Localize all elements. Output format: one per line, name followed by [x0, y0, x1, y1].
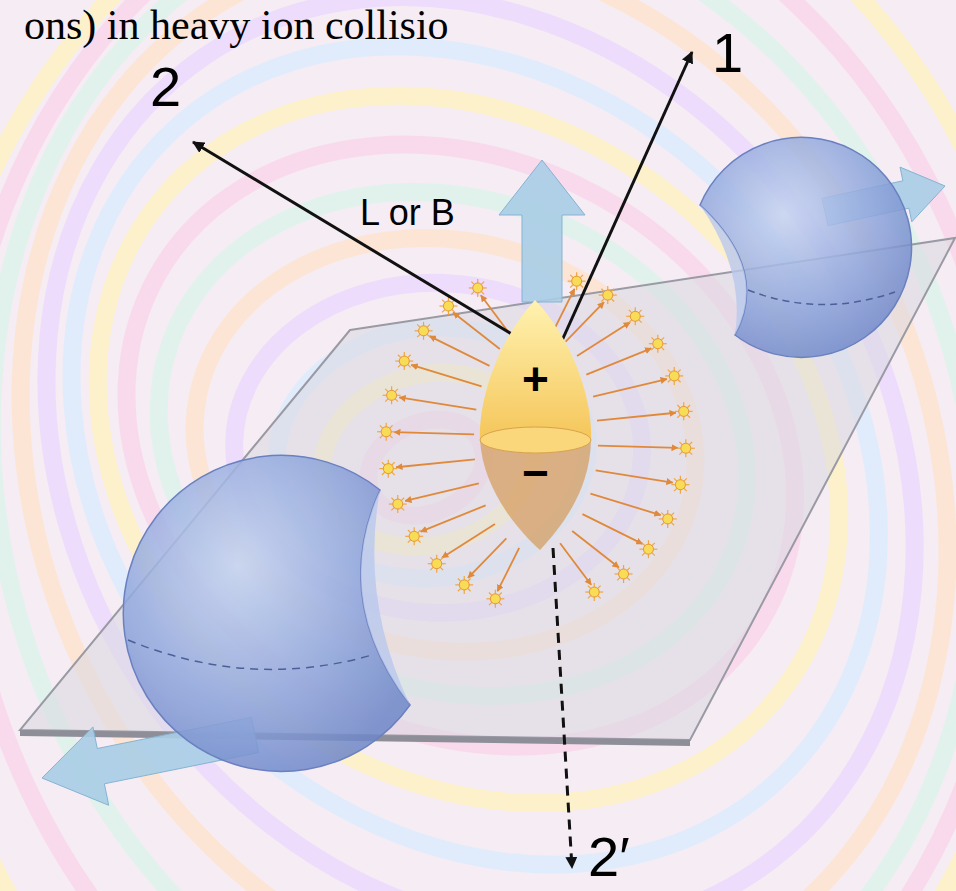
callout-number: 1 — [712, 22, 743, 84]
particle-star — [671, 476, 689, 494]
ray-arrow — [597, 413, 676, 421]
ray-arrow — [421, 505, 486, 531]
ray-arrow — [598, 446, 678, 448]
ray-arrow — [411, 365, 481, 387]
particle-star — [379, 460, 397, 478]
particle-star — [665, 367, 683, 385]
particle-star — [568, 272, 586, 290]
ray-arrow — [468, 538, 506, 578]
callout-number: 2 — [150, 56, 181, 118]
spectator-upper-right — [700, 137, 912, 357]
callout-number: 2′ — [588, 826, 630, 888]
ray-arrow — [405, 483, 479, 500]
ray-arrow — [582, 514, 642, 544]
particle-star — [389, 495, 407, 513]
particle-star — [395, 352, 413, 370]
particle-star — [659, 510, 677, 528]
particle-star — [383, 386, 401, 404]
ray-arrow — [572, 531, 619, 568]
spectator-lower-left — [123, 455, 410, 771]
particle-star — [626, 307, 644, 325]
ray-arrow — [442, 524, 495, 558]
particle-star — [377, 423, 395, 441]
ray-arrow — [396, 459, 475, 467]
particle-star — [639, 540, 657, 558]
particle-star — [677, 439, 695, 457]
fireball-node: +− — [478, 300, 593, 550]
title-fragment: ons) in heavy ion collisio — [24, 2, 449, 48]
ray-arrow — [590, 494, 660, 516]
ray-arrow — [596, 470, 673, 482]
particle-star — [585, 583, 603, 601]
ray-arrow — [498, 548, 520, 591]
particle-star — [405, 527, 423, 545]
ray-arrow — [593, 379, 667, 396]
ray-arrow — [394, 432, 474, 434]
ray-arrow — [560, 543, 591, 584]
emission-rays — [377, 272, 695, 608]
particle-star — [455, 576, 473, 594]
particle-star — [675, 402, 693, 420]
direction-arrow-dashed — [553, 548, 572, 868]
ray-arrow — [586, 348, 651, 374]
fireball-shape — [478, 300, 593, 550]
axis-label: L or B — [360, 193, 455, 233]
particle-star — [615, 565, 633, 583]
direction-arrow — [560, 52, 692, 345]
charge-sign-plus: + — [522, 356, 549, 402]
ray-arrow — [577, 322, 630, 356]
motion-arrow — [499, 160, 585, 302]
particle-star — [428, 555, 446, 573]
particle-star — [599, 286, 617, 304]
particle-star — [415, 322, 433, 340]
particle-star — [649, 335, 667, 353]
ray-arrow — [453, 313, 500, 350]
direction-arrow — [193, 142, 530, 345]
charge-sign-minus: − — [522, 450, 549, 496]
ray-arrow — [399, 397, 476, 409]
particle-star — [469, 279, 487, 297]
particle-star — [486, 590, 504, 608]
ray-arrow — [430, 336, 490, 366]
ray-arrow — [553, 289, 575, 332]
